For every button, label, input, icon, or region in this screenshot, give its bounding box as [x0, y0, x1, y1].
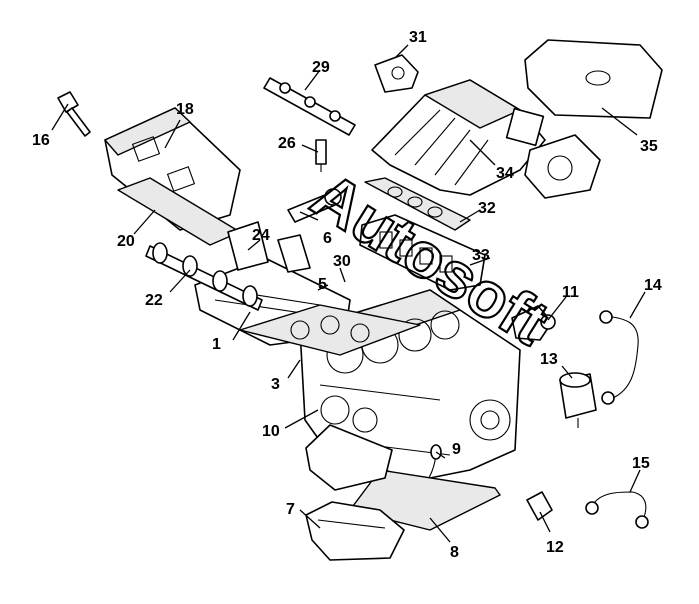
callout-11: 11: [562, 284, 579, 301]
callout-8: 8: [450, 544, 459, 561]
callout-16: 16: [32, 132, 50, 149]
throttle-body: [524, 134, 601, 199]
callout-9: 9: [452, 441, 461, 458]
part-13: [559, 372, 597, 428]
leader-lines: [51, 44, 646, 543]
callout-35: 35: [640, 138, 658, 155]
part-12: [526, 491, 553, 521]
valve-cover: [104, 107, 241, 231]
callout-7: 7: [286, 501, 295, 518]
callout-14: 14: [644, 277, 662, 294]
part-31: [374, 54, 419, 93]
fuel-rail: [263, 77, 356, 136]
sensor-26: [315, 139, 327, 172]
callout-30: 30: [333, 253, 351, 270]
callout-5: 5: [318, 276, 327, 293]
intake-manifold-upper: [371, 79, 546, 196]
callout-18: 18: [176, 101, 194, 118]
cylinder-head-gasket: [239, 304, 421, 356]
callout-13: 13: [540, 351, 558, 368]
intake-manifold-lower: [359, 214, 486, 291]
callout-24: 24: [252, 227, 270, 244]
callout-6: 6: [323, 230, 332, 247]
ignition-coil: [57, 91, 91, 137]
callout-29: 29: [312, 59, 330, 76]
callout-15: 15: [632, 455, 650, 472]
bracket-24: [227, 221, 311, 273]
callout-12: 12: [546, 539, 564, 556]
oxygen-sensor-14: [599, 310, 639, 405]
oil-pan-gasket: [349, 469, 501, 531]
callout-1: 1: [212, 336, 221, 353]
sensor-6: [287, 188, 342, 223]
callout-20: 20: [117, 233, 135, 250]
callout-22: 22: [145, 292, 163, 309]
intake-manifold-gasket: [364, 177, 471, 231]
callout-34: 34: [496, 165, 514, 182]
callout-3: 3: [271, 376, 280, 393]
oxygen-sensor-15: [585, 491, 649, 529]
oil-pan: [305, 501, 405, 561]
callout-31: 31: [409, 29, 427, 46]
callout-26: 26: [278, 135, 296, 152]
callout-32: 32: [478, 200, 496, 217]
callout-33: 33: [472, 247, 490, 264]
callouts: 16 18 20 22 24 1 3 10 6 26 29 31 32 33 3…: [32, 29, 662, 561]
part-11: [511, 305, 556, 341]
camshaft: [145, 242, 263, 311]
oil-pan-upper: [305, 424, 393, 491]
callout-10: 10: [262, 423, 280, 440]
engine-cover: [524, 39, 663, 119]
